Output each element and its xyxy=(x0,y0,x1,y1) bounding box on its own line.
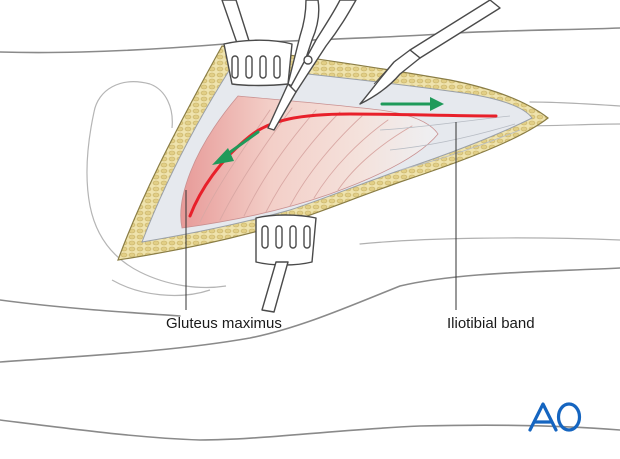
muscle-fibres xyxy=(199,107,413,223)
gluteus-maximus-label: Gluteus maximus xyxy=(166,315,282,332)
incision-line xyxy=(188,112,498,218)
scalpel xyxy=(359,0,501,105)
ao-logo-icon xyxy=(528,402,582,432)
gluteus-maximus-muscle xyxy=(180,95,439,229)
lower-retractor xyxy=(255,214,317,313)
scissors xyxy=(267,0,357,131)
green-arrow-icon xyxy=(380,97,444,111)
femur-outline xyxy=(86,81,227,297)
callout-leaders xyxy=(185,122,457,310)
iliotibial-band-striations xyxy=(379,115,521,171)
green-arrow-icon xyxy=(212,130,260,165)
upper-retractor xyxy=(221,0,293,87)
iliotibial-band-label: Iliotibial band xyxy=(447,315,535,332)
